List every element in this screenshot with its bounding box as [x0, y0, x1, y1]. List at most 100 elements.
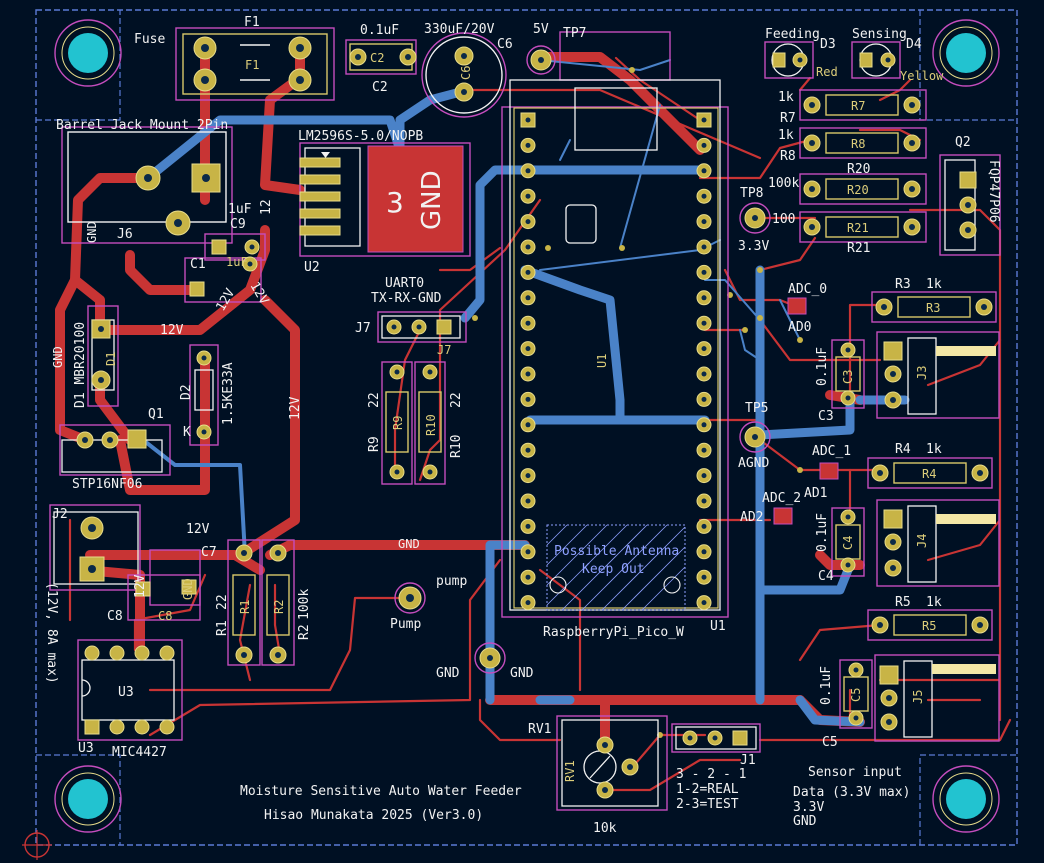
- r8-pad-2: [903, 134, 921, 152]
- pico-pin[interactable]: [696, 391, 712, 407]
- pico-pin[interactable]: [520, 112, 536, 128]
- pico-pin[interactable]: [520, 417, 536, 433]
- adc-pad-0[interactable]: ADC_0 AD0: [787, 282, 827, 335]
- r7-value: 1k: [778, 90, 794, 105]
- jumper-j1[interactable]: J1: [671, 723, 761, 768]
- pico-pin[interactable]: [696, 442, 712, 458]
- cap-c4[interactable]: 0.1uF C4 C4: [815, 507, 865, 584]
- pico-pin[interactable]: [696, 341, 712, 357]
- pico-pin[interactable]: [696, 137, 712, 153]
- adc-pad-1[interactable]: ADC_1 AD1: [804, 444, 851, 501]
- mount-hole-bl: [54, 765, 122, 833]
- pico-pin[interactable]: [696, 290, 712, 306]
- pico-pin[interactable]: [520, 569, 536, 585]
- pico-pin[interactable]: [520, 544, 536, 560]
- sensor-connector-j5[interactable]: J5: [874, 654, 1000, 742]
- pump-connector[interactable]: pump Pump: [390, 574, 467, 632]
- u2-tab-number: 3: [386, 186, 404, 219]
- terminal-j2[interactable]: J2 (12V, 8A max): [44, 504, 141, 684]
- pico-pin[interactable]: [696, 569, 712, 585]
- fuse-f1[interactable]: F1 Fuse F1: [134, 15, 335, 101]
- resistor-r2[interactable]: 100k R2 R2: [261, 539, 312, 666]
- resistor-r7[interactable]: 1k R7 R7: [778, 89, 927, 126]
- mosfet-q2[interactable]: Q2 FQP47P06: [939, 135, 1001, 256]
- tp8-ref: TP8: [740, 186, 763, 201]
- resistor-r9[interactable]: 22 R9 R9: [367, 361, 413, 485]
- cap-c9[interactable]: 1uF C9: [204, 202, 266, 261]
- pico-pin[interactable]: [520, 188, 536, 204]
- led-d3[interactable]: Feeding D3 Red: [764, 27, 838, 79]
- board-title-line2: Hisao Munakata 2025 (Ver3.0): [264, 808, 483, 823]
- cap-c3[interactable]: 0.1uF C3 C3: [815, 339, 865, 424]
- adc-pad-2[interactable]: ADC_2 AD2: [740, 491, 801, 525]
- pico-pin[interactable]: [696, 214, 712, 230]
- pico-pin[interactable]: [520, 264, 536, 280]
- testpoint-5v[interactable]: 5V TP7: [526, 22, 671, 81]
- pico-pin[interactable]: [696, 188, 712, 204]
- potentiometer-rv1[interactable]: RV1 RV1 10k: [528, 715, 668, 836]
- pico-pin[interactable]: [696, 239, 712, 255]
- cap-c8[interactable]: C8 C8 GND: [107, 574, 201, 624]
- pico-pin[interactable]: [520, 137, 536, 153]
- pico-pin[interactable]: [520, 366, 536, 382]
- diode-d1[interactable]: D1 MBR20100 D1: [73, 305, 119, 408]
- pico-pin[interactable]: [696, 264, 712, 280]
- cap-c1[interactable]: C1 1uF: [184, 255, 262, 303]
- resistor-r20[interactable]: 100k R20 R20: [768, 162, 927, 205]
- testpoint-gnd[interactable]: GND GND GND: [398, 537, 534, 681]
- r21-pad-2: [903, 218, 921, 236]
- pico-pin[interactable]: [520, 468, 536, 484]
- resistor-r1[interactable]: 22 R1 R1: [215, 539, 261, 666]
- testpoint-tp8[interactable]: TP8 3.3V: [738, 186, 771, 254]
- r10-value: 22: [449, 392, 464, 408]
- pico-pin[interactable]: [696, 544, 712, 560]
- pico-pin[interactable]: [696, 417, 712, 433]
- pico-pin[interactable]: [696, 315, 712, 331]
- header-j7-uart[interactable]: UART0 TX-RX-GND J7 J7: [355, 276, 467, 357]
- pico-pin[interactable]: [696, 163, 712, 179]
- pico-pin[interactable]: [520, 442, 536, 458]
- c9-pad-1: [211, 239, 227, 255]
- pico-pin[interactable]: [696, 518, 712, 534]
- resistor-r21[interactable]: 100 R21 R21: [772, 211, 927, 256]
- sensor-connector-j3[interactable]: J3: [876, 331, 1000, 419]
- driver-u3[interactable]: U3 U3 MIC4427: [77, 639, 183, 760]
- pico-pin[interactable]: [520, 493, 536, 509]
- vias: [472, 67, 803, 738]
- pico-pin[interactable]: [520, 341, 536, 357]
- pico-pin[interactable]: [520, 163, 536, 179]
- resistor-r8[interactable]: 1k R8 R8: [778, 127, 927, 164]
- svg-text:1k: 1k: [926, 277, 942, 292]
- pico-pin[interactable]: [520, 214, 536, 230]
- pico-pin[interactable]: [520, 518, 536, 534]
- pico-pin[interactable]: [696, 493, 712, 509]
- resistor-r3[interactable]: R3 1k R3: [871, 277, 997, 323]
- barrel-jack-j6[interactable]: Barrel Jack Mount 2Pin J6: [56, 118, 233, 244]
- svg-text:J4: J4: [915, 534, 929, 548]
- svg-text:J3: J3: [915, 366, 929, 380]
- pico-pin[interactable]: [520, 315, 536, 331]
- cap-c2[interactable]: 0.1uF C2 C2: [345, 23, 417, 95]
- mosfet-q1[interactable]: Q1 STP16NF06: [59, 407, 171, 492]
- pico-pin[interactable]: [696, 468, 712, 484]
- pico-pin[interactable]: [520, 290, 536, 306]
- cap-c6[interactable]: 330uF/20V C6 C6: [421, 22, 513, 118]
- regulator-u2[interactable]: 3 GND LM2596S-5.0/NOPB U2 12: [259, 129, 471, 275]
- testpoint-tp5[interactable]: TP5 AGND: [738, 401, 771, 471]
- sensor-connector-j4[interactable]: J4: [876, 499, 1000, 587]
- resistor-r5[interactable]: R5 1k R5: [867, 595, 993, 641]
- pico-pin[interactable]: [520, 595, 536, 611]
- diode-d2[interactable]: D2 1.5KE33A K: [179, 344, 236, 446]
- resistor-r10[interactable]: 22 R10 R10: [414, 361, 464, 485]
- pico-pin[interactable]: [696, 366, 712, 382]
- resistor-r4[interactable]: R4 1k R4: [867, 442, 993, 489]
- d2-ref: D2: [179, 384, 194, 400]
- pico-pin[interactable]: [520, 391, 536, 407]
- pico-w-u1[interactable]: Possible Antenna Keep Out RaspberryPi_Pi…: [501, 79, 729, 640]
- led-d4[interactable]: Sensing D4 Yellow: [851, 27, 944, 83]
- pico-pin[interactable]: [696, 595, 712, 611]
- pico-pin[interactable]: [520, 239, 536, 255]
- r1-fab: R1: [238, 600, 252, 614]
- cap-c5[interactable]: 0.1uF C5 C5: [819, 659, 873, 750]
- pico-pin[interactable]: [696, 112, 712, 128]
